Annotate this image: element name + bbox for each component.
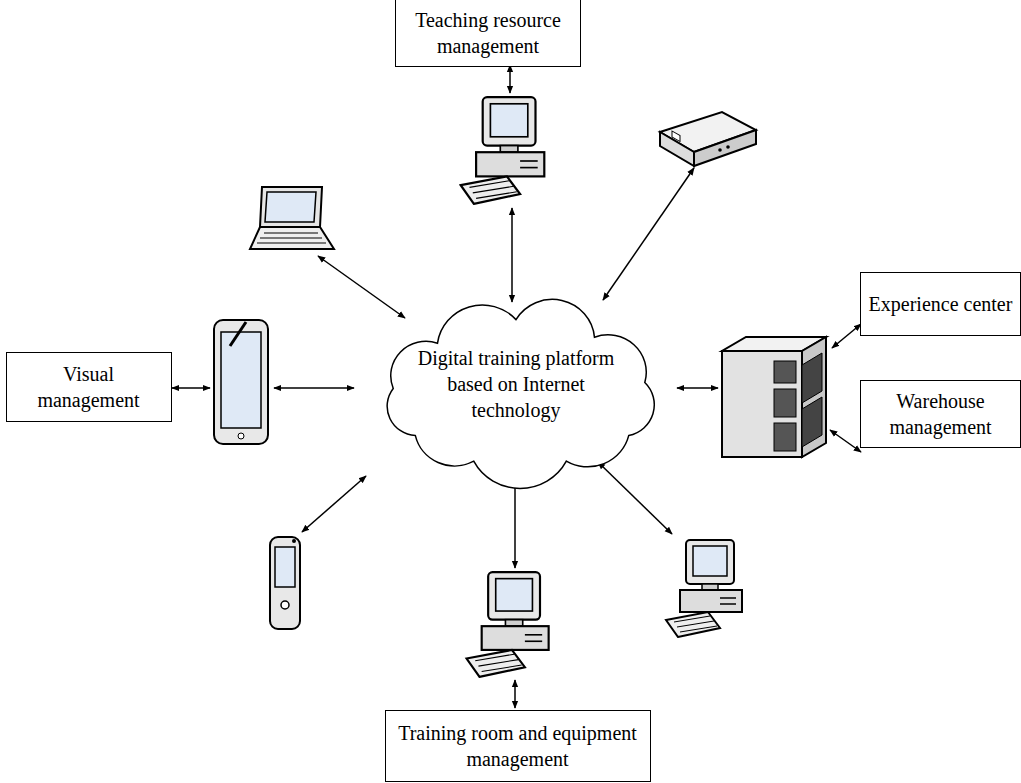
link-arrow: [274, 387, 354, 389]
link-arrow: [302, 476, 366, 532]
link-arrow: [677, 387, 718, 389]
node-label: Visual management: [14, 361, 164, 413]
link-arrow: [514, 680, 516, 708]
handheld-device: [270, 537, 300, 629]
node-label: Training room and equipment management: [393, 720, 643, 772]
node-label: Teaching resource management: [403, 7, 573, 59]
network-box: [660, 112, 756, 166]
center-box: Experience center: [860, 272, 1021, 336]
desktop-computer: [461, 97, 545, 204]
platform-cloud: Digital training platform based on Inter…: [355, 298, 677, 470]
node-label: Warehouse management: [868, 388, 1013, 440]
link-arrow: [509, 65, 511, 93]
link-arrow: [511, 208, 513, 302]
node-label: Experience center: [868, 291, 1013, 317]
management-box: Training room and equipment management: [385, 710, 651, 782]
desktop-computer: [666, 540, 742, 637]
link-arrows: [172, 65, 861, 708]
node-label: Digital training platform based on Inter…: [416, 345, 616, 423]
link-arrow: [830, 430, 861, 452]
management-box: Warehouse management: [860, 380, 1021, 448]
server: [722, 337, 826, 457]
cloud-outline: [387, 299, 654, 488]
tablet: [214, 320, 268, 444]
link-arrow: [603, 168, 694, 300]
link-arrow: [832, 324, 861, 348]
management-box: Visual management: [6, 352, 172, 422]
link-arrow: [318, 256, 405, 318]
link-arrow: [172, 387, 210, 389]
desktop-computer: [467, 572, 549, 677]
resource-box: Teaching resource management: [395, 0, 581, 67]
laptop: [250, 187, 334, 249]
link-arrow: [598, 462, 672, 534]
